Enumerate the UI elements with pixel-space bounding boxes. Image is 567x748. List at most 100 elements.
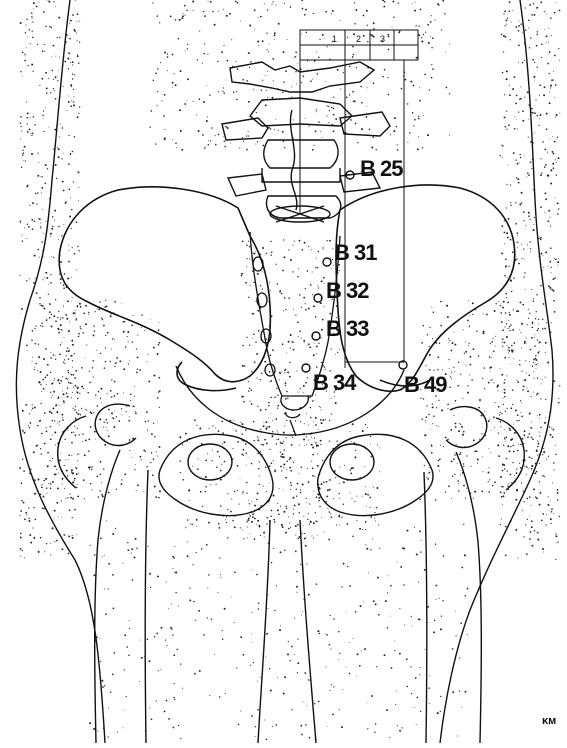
stipple-dot [149,573,151,575]
stipple-dot [35,343,36,344]
stipple-dot [535,496,536,497]
stipple-dot [318,251,320,253]
stipple-dot [26,280,27,281]
stipple-dot [442,369,443,370]
stipple-dot [441,409,443,411]
stipple-dot [205,460,207,462]
stipple-dot [107,430,108,431]
stipple-dot [294,654,295,655]
stipple-dot [143,450,145,452]
stipple-dot [331,684,332,685]
stipple-dot [185,433,187,435]
stipple-dot [440,711,441,712]
stipple-dot [64,359,65,360]
stipple-dot [108,409,110,411]
stipple-dot [276,5,277,6]
stipple-dot [349,66,351,68]
stipple-dot [413,125,414,126]
stipple-dot [251,501,252,502]
stipple-dot [440,301,442,303]
stipple-dot [68,52,70,54]
stipple-dot [180,472,181,473]
stipple-dot [269,449,270,450]
stipple-dot [528,434,529,435]
stipple-dot [419,530,421,532]
stipple-dot [156,700,157,701]
stipple-dot [42,305,44,307]
stipple-dot [105,419,107,421]
stipple-dot [206,120,208,122]
stipple-dot [77,246,78,247]
stipple-dot [251,715,253,717]
stipple-dot [313,13,314,14]
stipple-dot [86,345,87,346]
stipple-dot [467,392,469,394]
stipple-dot [457,463,458,464]
stipple-dot [41,192,42,193]
stipple-dot [38,551,40,553]
stipple-dot [504,392,506,394]
stipple-dot [263,422,264,423]
stipple-dot [320,131,321,132]
stipple-dot [390,134,391,135]
stipple-dot [530,396,531,397]
stipple-dot [533,76,535,78]
stipple-dot [427,334,428,335]
stipple-dot [40,371,42,373]
stipple-dot [312,447,314,449]
stipple-dot [48,1,50,3]
stipple-dot [299,330,301,332]
stipple-dot [81,408,82,409]
stipple-dot [511,345,513,347]
stipple-dot [174,546,175,547]
stipple-dot [50,282,52,284]
stipple-dot [113,652,115,654]
stipple-dot [279,379,280,380]
stipple-dot [60,344,61,345]
stipple-dot [449,368,450,369]
stipple-dot [224,141,226,143]
stipple-dot [72,383,73,384]
stipple-dot [41,305,43,307]
stipple-dot [136,372,138,374]
stipple-dot [284,3,285,4]
stipple-dot [454,454,456,456]
stipple-dot [524,272,525,273]
stipple-dot [40,223,41,224]
stipple-dot [505,36,507,38]
stipple-dot [370,516,372,518]
stipple-dot [554,277,556,279]
stipple-dot [285,369,286,370]
stipple-dot [455,426,457,428]
stipple-dot [286,469,287,470]
stipple-dot [284,297,286,299]
stipple-dot [113,426,115,428]
stipple-dot [506,375,507,376]
stipple-dot [236,61,237,62]
stipple-dot [531,465,533,467]
stipple-dot [72,74,73,75]
stipple-dot [26,345,28,347]
stipple-dot [400,566,402,568]
stipple-dot [326,116,327,117]
stipple-dot [534,112,536,114]
stipple-dot [242,449,244,451]
stipple-dot [420,398,421,399]
stipple-dot [45,272,47,274]
stipple-dot [414,527,415,528]
stipple-dot [299,445,300,446]
stipple-dot [307,468,308,469]
stipple-dot [50,554,51,555]
stipple-dot [141,327,142,328]
stipple-dot [192,1,194,3]
stipple-dot [356,520,357,521]
stipple-dot [45,26,46,27]
stipple-dot [131,324,133,326]
stipple-dot [24,227,25,228]
stipple-dot [552,151,554,153]
stipple-dot [93,412,94,413]
stipple-dot [535,355,536,356]
stipple-dot [97,405,99,407]
stipple-dot [29,278,30,279]
stipple-dot [241,396,243,398]
